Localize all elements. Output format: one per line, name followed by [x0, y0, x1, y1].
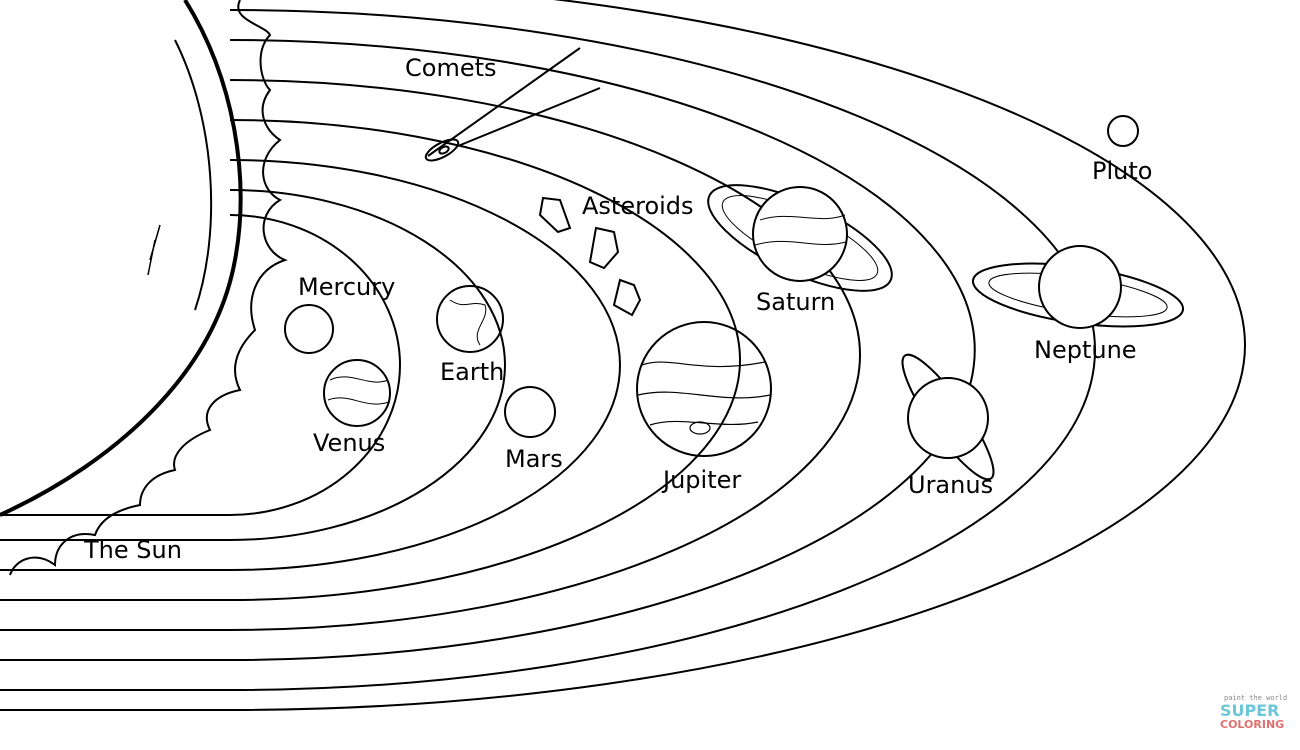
orbit-2	[0, 189, 506, 541]
label-earth: Earth	[440, 358, 504, 386]
label-sun: The Sun	[83, 536, 182, 564]
jupiter	[636, 321, 772, 457]
sun	[0, 0, 243, 517]
label-mercury: Mercury	[298, 273, 395, 301]
uranus	[901, 353, 995, 481]
orbit-4	[0, 119, 741, 601]
sun-corona	[9, 0, 288, 576]
orbit-8	[0, 0, 1246, 711]
sun-flare-mark	[147, 224, 161, 276]
label-jupiter: Jupiter	[661, 466, 741, 494]
asteroids	[538, 196, 642, 317]
mars	[504, 386, 556, 438]
label-pluto: Pluto	[1092, 157, 1152, 185]
comet	[424, 47, 601, 162]
watermark-logo: paint the world SUPER COLORING	[1220, 694, 1287, 731]
watermark-line1: SUPER	[1220, 701, 1280, 720]
orbit-6	[0, 39, 976, 661]
label-mars: Mars	[505, 445, 563, 473]
sun-inner-arc	[174, 39, 213, 311]
neptune	[971, 245, 1185, 329]
saturn	[707, 184, 893, 292]
watermark-tagline: paint the world	[1224, 694, 1287, 702]
label-uranus: Uranus	[908, 471, 993, 499]
orbit-3	[0, 159, 621, 571]
label-venus: Venus	[313, 429, 385, 457]
label-comets: Comets	[405, 54, 497, 82]
mercury	[284, 304, 334, 354]
orbit-7	[0, 9, 1096, 691]
label-saturn: Saturn	[756, 288, 835, 316]
orbit-1	[0, 214, 401, 516]
venus	[323, 359, 391, 427]
watermark-line2: COLORING	[1220, 718, 1284, 731]
pluto	[1107, 115, 1139, 147]
label-neptune: Neptune	[1034, 336, 1137, 364]
label-asteroids: Asteroids	[582, 192, 694, 220]
earth	[436, 285, 504, 353]
